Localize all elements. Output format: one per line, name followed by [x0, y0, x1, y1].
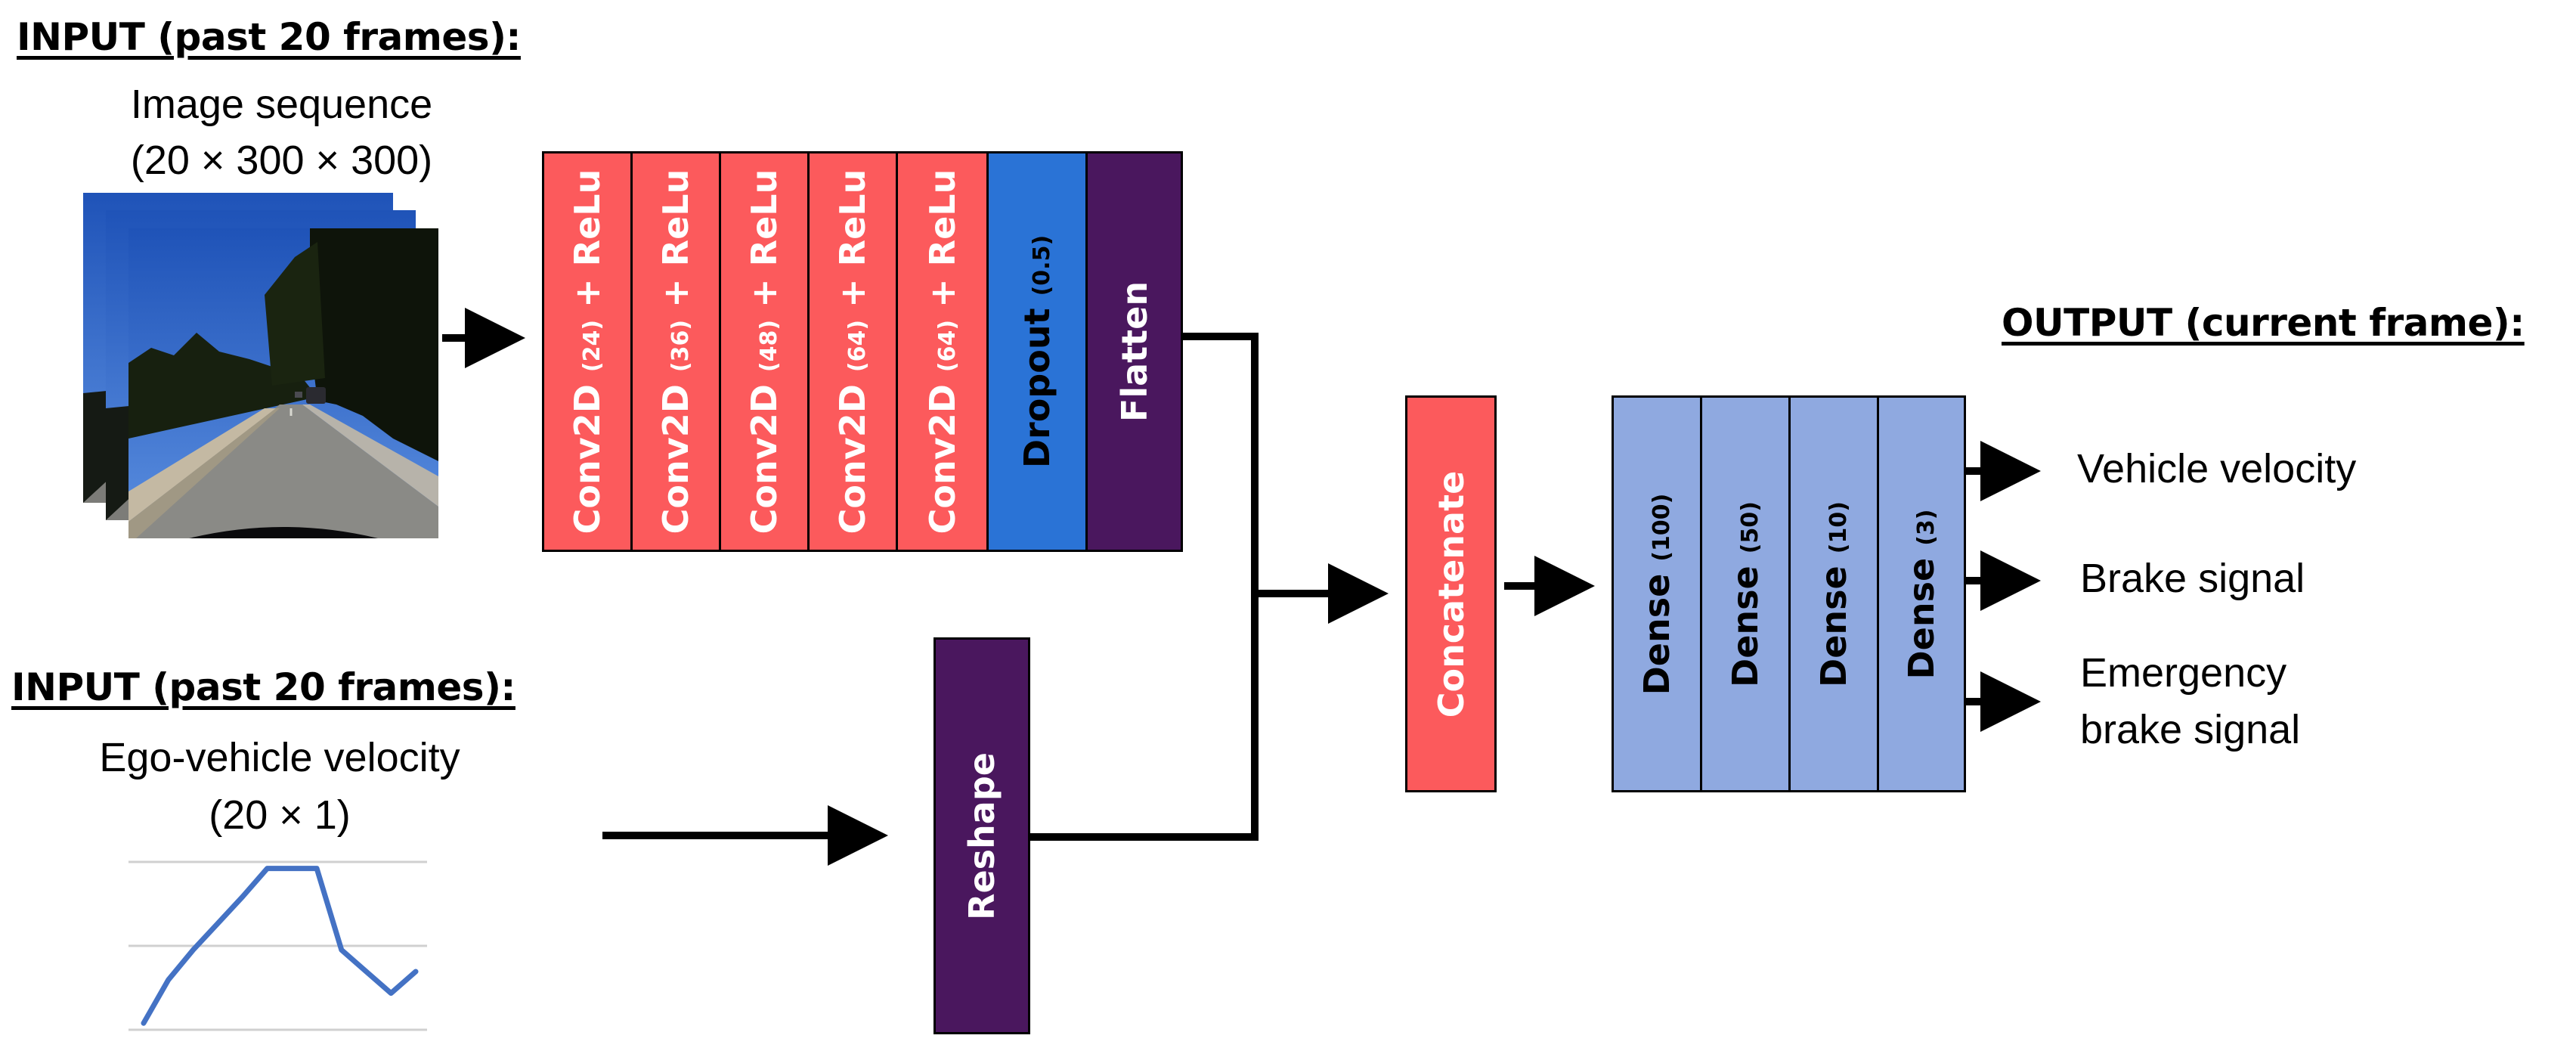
velocity-input-name: Ego-vehicle velocity: [99, 735, 460, 780]
flatten-layer: Flatten: [1085, 151, 1183, 552]
conv2d-layer-3: Conv2D (48) + ReLu: [719, 151, 810, 552]
concatenate-layer: Concatenate: [1405, 395, 1497, 792]
velocity-sparkline: [128, 860, 427, 1031]
image-input-header: INPUT (past 20 frames):: [17, 15, 521, 59]
output-emergency-brake-line1: Emergency: [2080, 650, 2287, 696]
dense-layer-3: Dense (10): [1788, 395, 1879, 792]
sparkline-series: [141, 866, 419, 1026]
velocity-input-header: INPUT (past 20 frames):: [11, 665, 516, 709]
image-input-name: Image sequence: [130, 82, 433, 127]
dense-layer-stack: Dense (100) Dense (50) Dense (10) Dense …: [1612, 395, 1966, 792]
reshape-layer: Reshape: [933, 637, 1030, 1034]
conv2d-layer-1: Conv2D (24) + ReLu: [542, 151, 633, 552]
output-brake-signal: Brake signal: [2080, 556, 2305, 601]
dense-layer-4: Dense (3): [1877, 395, 1966, 792]
line-flatten-to-merge: [1183, 333, 1259, 837]
image-sequence-stack: [83, 193, 438, 538]
output-vehicle-velocity: Vehicle velocity: [2077, 446, 2357, 491]
road-frame-front: [128, 228, 438, 538]
cnn-layer-stack: Conv2D (24) + ReLu Conv2D (36) + ReLu Co…: [542, 151, 1183, 552]
dropout-layer: Dropout (0.5): [986, 151, 1088, 552]
image-input-shape: (20 × 300 × 300): [130, 138, 433, 183]
velocity-input-shape: (20 × 1): [209, 792, 351, 838]
output-header: OUTPUT (current frame):: [2002, 301, 2525, 345]
output-emergency-brake-line2: brake signal: [2080, 707, 2301, 752]
